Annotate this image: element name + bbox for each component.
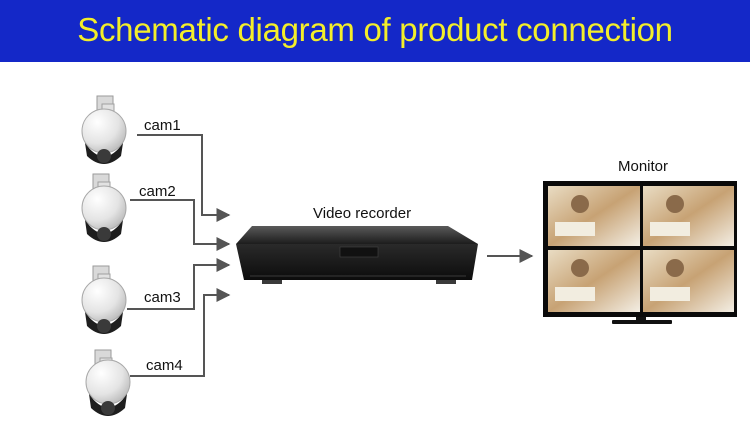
cam4-line: [130, 288, 231, 377]
video-recorder: [236, 226, 478, 284]
camera-4: [85, 349, 131, 416]
cam3-line: [127, 258, 231, 310]
cam3-label: cam3: [144, 289, 181, 306]
cam2-label: cam2: [139, 183, 176, 200]
connection-lines: [127, 134, 534, 377]
camera-1: [81, 95, 127, 164]
cam2-line: [130, 199, 231, 251]
camera-2: [81, 173, 127, 242]
camera-3: [81, 265, 127, 334]
cam1-label: cam1: [144, 117, 181, 134]
connection-diagram: [81, 95, 737, 416]
monitor-label: Monitor: [618, 158, 669, 175]
video-recorder-label: Video recorder: [313, 205, 412, 222]
diagram-title: Schematic diagram of product connection: [77, 11, 673, 48]
cam4-label: cam4: [146, 357, 183, 374]
monitor: [543, 181, 737, 324]
title-banner: Schematic diagram of product connection: [0, 0, 750, 62]
cam1-line: [137, 134, 231, 222]
monitor-screen: [548, 186, 734, 312]
